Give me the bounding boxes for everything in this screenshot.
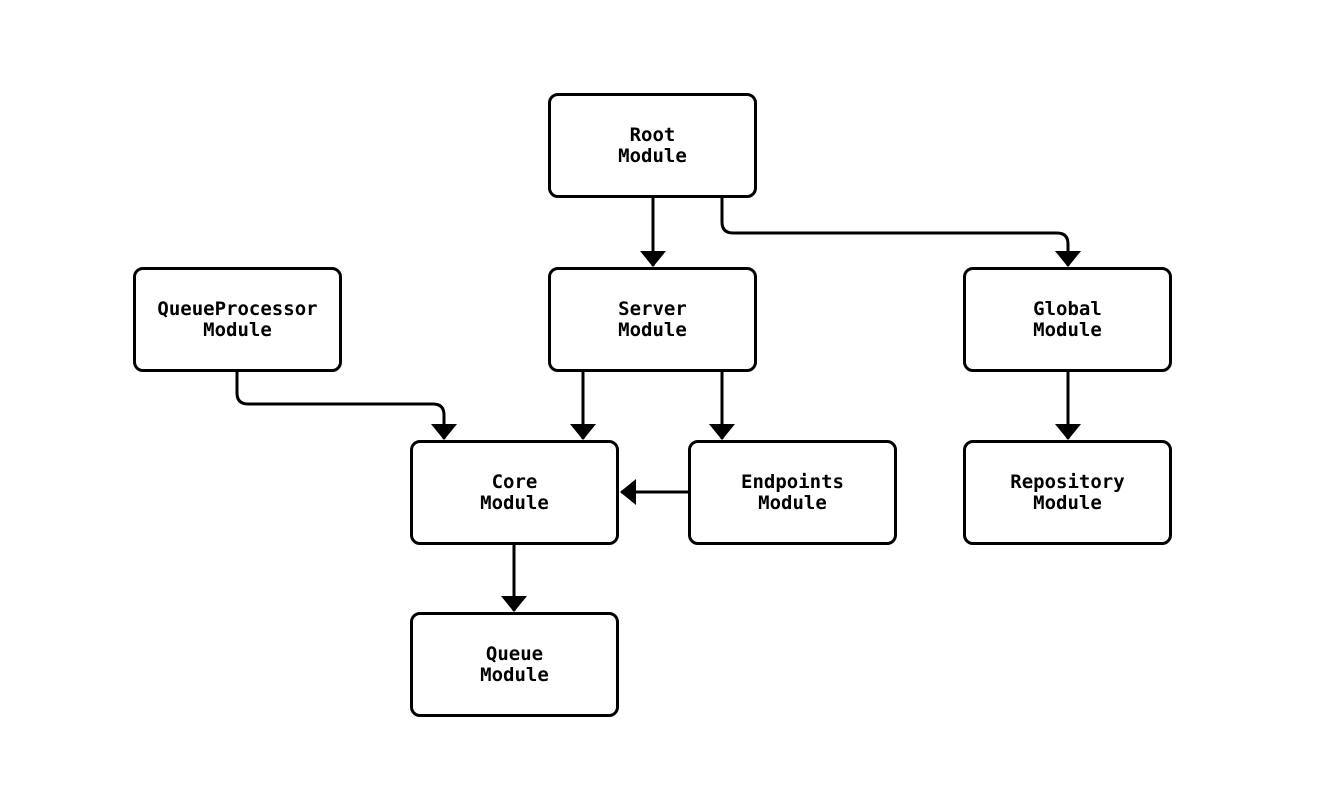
node-root-module-label: Root Module xyxy=(618,123,687,167)
edge-root-global xyxy=(720,198,1081,267)
node-endpoints-module: Endpoints Module xyxy=(688,440,897,545)
node-endpoints-module-label: Endpoints Module xyxy=(741,470,844,514)
node-queueprocessor-module: QueueProcessor Module xyxy=(133,267,342,372)
node-global-module-label: Global Module xyxy=(1033,297,1102,341)
node-global-module: Global Module xyxy=(963,267,1172,372)
node-queue-module: Queue Module xyxy=(410,612,619,717)
node-root-module: Root Module xyxy=(548,93,757,198)
edge-queueprocessor-core xyxy=(235,371,457,440)
node-core-module: Core Module xyxy=(410,440,619,545)
node-queue-module-label: Queue Module xyxy=(480,642,549,686)
node-queueprocessor-module-label: QueueProcessor Module xyxy=(157,297,318,341)
node-repository-module-label: Repository Module xyxy=(1010,470,1125,514)
node-repository-module: Repository Module xyxy=(963,440,1172,545)
node-core-module-label: Core Module xyxy=(480,470,549,514)
node-server-module-label: Server Module xyxy=(618,297,687,341)
node-server-module: Server Module xyxy=(548,267,757,372)
